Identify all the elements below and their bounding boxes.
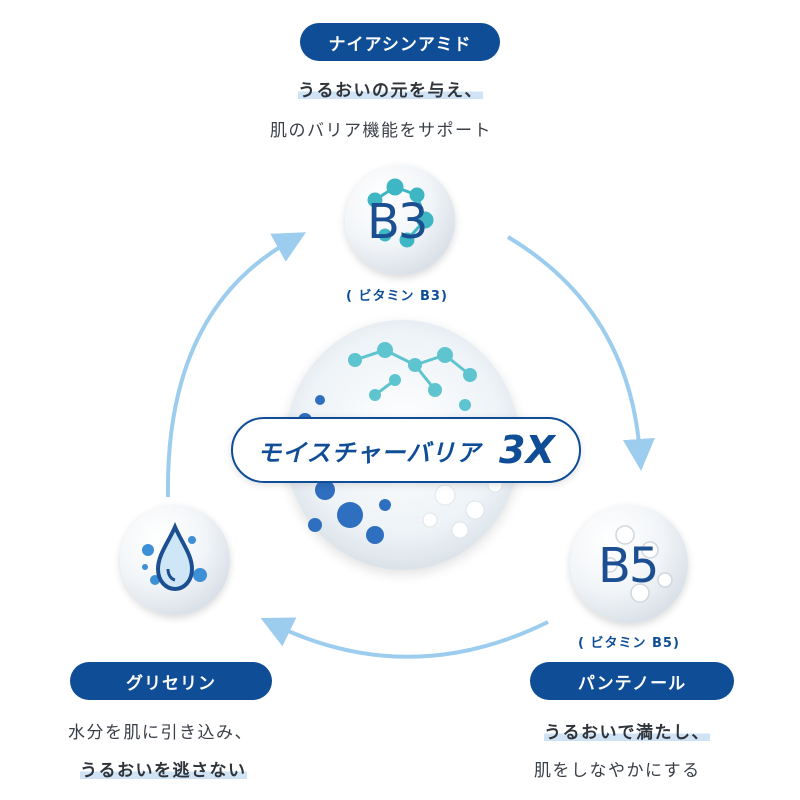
- glycerin-label: グリセリン: [126, 673, 216, 694]
- top-line-1: うるおいの元を与え、: [298, 76, 483, 101]
- right-line-2: 肌をしなやかにする: [534, 761, 701, 781]
- arrow-top-to-right: [506, 235, 655, 471]
- molecule-b5-icon: [602, 525, 673, 603]
- water-drop-icon: [142, 522, 207, 592]
- moisture-barrier-label: モイスチャーバリア: [257, 438, 482, 467]
- left-line-2: うるおいを逃さない: [80, 756, 247, 781]
- niacinamide-label: ナイアシンアミド: [328, 34, 472, 55]
- arrow-left-to-top: [165, 232, 307, 498]
- right-line-1: うるおいで満たし、: [544, 718, 710, 743]
- b5-label: B5: [598, 538, 659, 594]
- niacinamide-pill: ナイアシンアミド: [300, 23, 500, 61]
- panthenol-label: パンテノール: [577, 673, 687, 694]
- arrow-right-to-left: [260, 617, 549, 659]
- panthenol-pill: パンテノール: [530, 662, 734, 700]
- top-line-2: 肌のバリア機能をサポート: [270, 121, 492, 141]
- b5-orb: B5: [570, 505, 688, 623]
- glycerin-orb: [120, 505, 230, 615]
- left-line-1: 水分を肌に引き込み、: [68, 723, 253, 743]
- molecule-b3-icon: [367, 178, 434, 248]
- moisture-barrier-badge: モイスチャーバリア 3X: [231, 417, 581, 483]
- b3-label: B3: [367, 194, 428, 250]
- b3-caption: ( ビタミン B3): [346, 289, 448, 304]
- b5-caption: ( ビタミン B5): [578, 636, 680, 651]
- multiplier-label: 3X: [499, 428, 555, 472]
- b3-orb: B3: [345, 165, 455, 275]
- glycerin-pill: グリセリン: [70, 662, 272, 700]
